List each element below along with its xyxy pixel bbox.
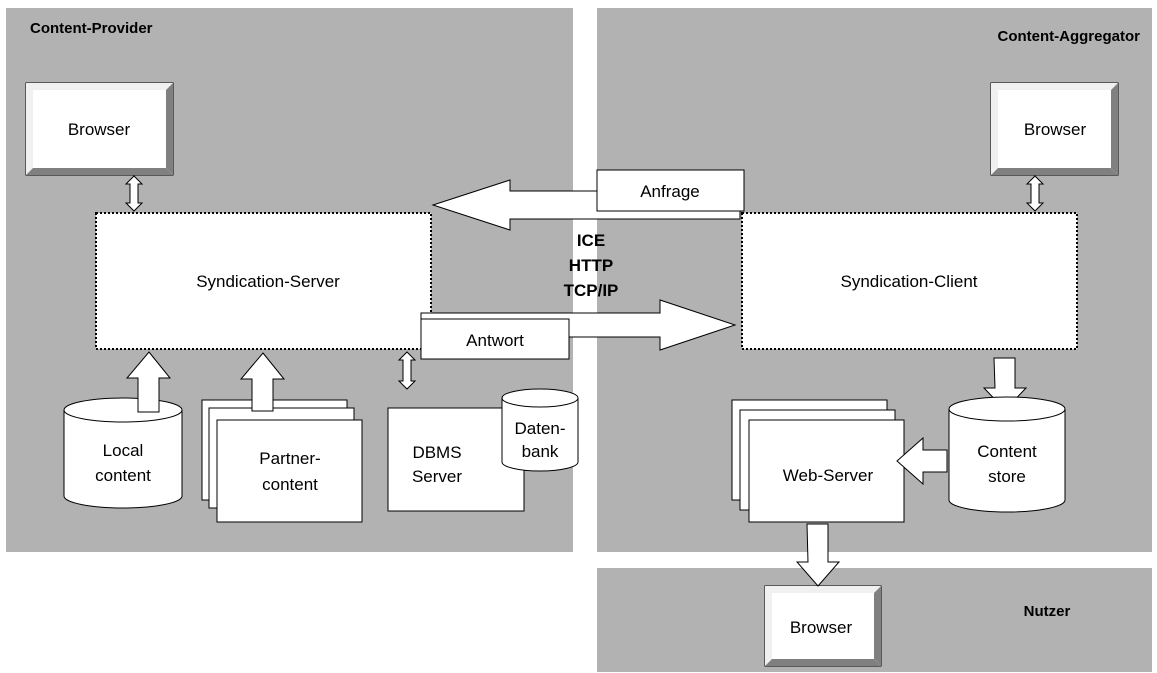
local-content-line1: Local bbox=[103, 441, 144, 460]
user-zone-title: Nutzer bbox=[1024, 603, 1071, 620]
web-server-label: Web-Server bbox=[783, 466, 874, 485]
syndication-client-box bbox=[741, 212, 1078, 350]
protocol-tcpip: TCP/IP bbox=[564, 281, 619, 300]
local-content-line2: content bbox=[95, 466, 151, 485]
down-arrow-icon bbox=[795, 523, 841, 587]
partner-content-line1: Partner- bbox=[259, 449, 320, 468]
request-label: Anfrage bbox=[640, 182, 700, 201]
up-arrow-icon bbox=[125, 351, 172, 413]
double-arrow-icon bbox=[1025, 175, 1045, 212]
browser-user-box: Browser bbox=[764, 585, 882, 667]
local-content-cylinder: Local content bbox=[63, 397, 183, 509]
syndication-client-label: Syndication-Client bbox=[840, 272, 977, 291]
browser-user-label: Browser bbox=[790, 618, 853, 637]
browser-provider-label: Browser bbox=[68, 120, 131, 139]
partner-content-line2: content bbox=[262, 475, 318, 494]
syndication-server-label: Syndication-Server bbox=[196, 272, 340, 291]
browser-provider-box: Browser bbox=[25, 82, 174, 176]
dbms-server-line2: Server bbox=[412, 467, 462, 486]
datenbank-cylinder: Daten- bank bbox=[501, 388, 579, 472]
protocol-http: HTTP bbox=[569, 256, 613, 275]
double-arrow-icon bbox=[397, 351, 417, 390]
partner-content-stack: Partner- content bbox=[201, 399, 363, 523]
datenbank-line1: Daten- bbox=[514, 419, 565, 438]
content-store-line1: Content bbox=[977, 442, 1037, 461]
double-arrow-icon bbox=[124, 175, 144, 212]
web-server-stack: Web-Server bbox=[731, 399, 905, 523]
protocol-ice: ICE bbox=[577, 231, 605, 250]
dbms-server-line1: DBMS bbox=[412, 443, 461, 462]
aggregator-zone-title: Content-Aggregator bbox=[998, 28, 1141, 45]
left-arrow-icon bbox=[896, 436, 948, 486]
datenbank-line2: bank bbox=[522, 442, 559, 461]
browser-aggregator-label: Browser bbox=[1024, 120, 1087, 139]
request-label-box bbox=[596, 169, 745, 212]
content-store-cylinder: Content store bbox=[948, 396, 1066, 513]
dbms-server-box bbox=[387, 407, 525, 512]
response-label-box bbox=[420, 318, 570, 360]
up-arrow-icon bbox=[239, 352, 286, 412]
provider-zone-title: Content-Provider bbox=[30, 20, 153, 37]
syndication-server-box bbox=[95, 212, 432, 350]
content-store-line2: store bbox=[988, 467, 1026, 486]
browser-aggregator-box: Browser bbox=[990, 82, 1119, 176]
response-label: Antwort bbox=[466, 331, 524, 350]
